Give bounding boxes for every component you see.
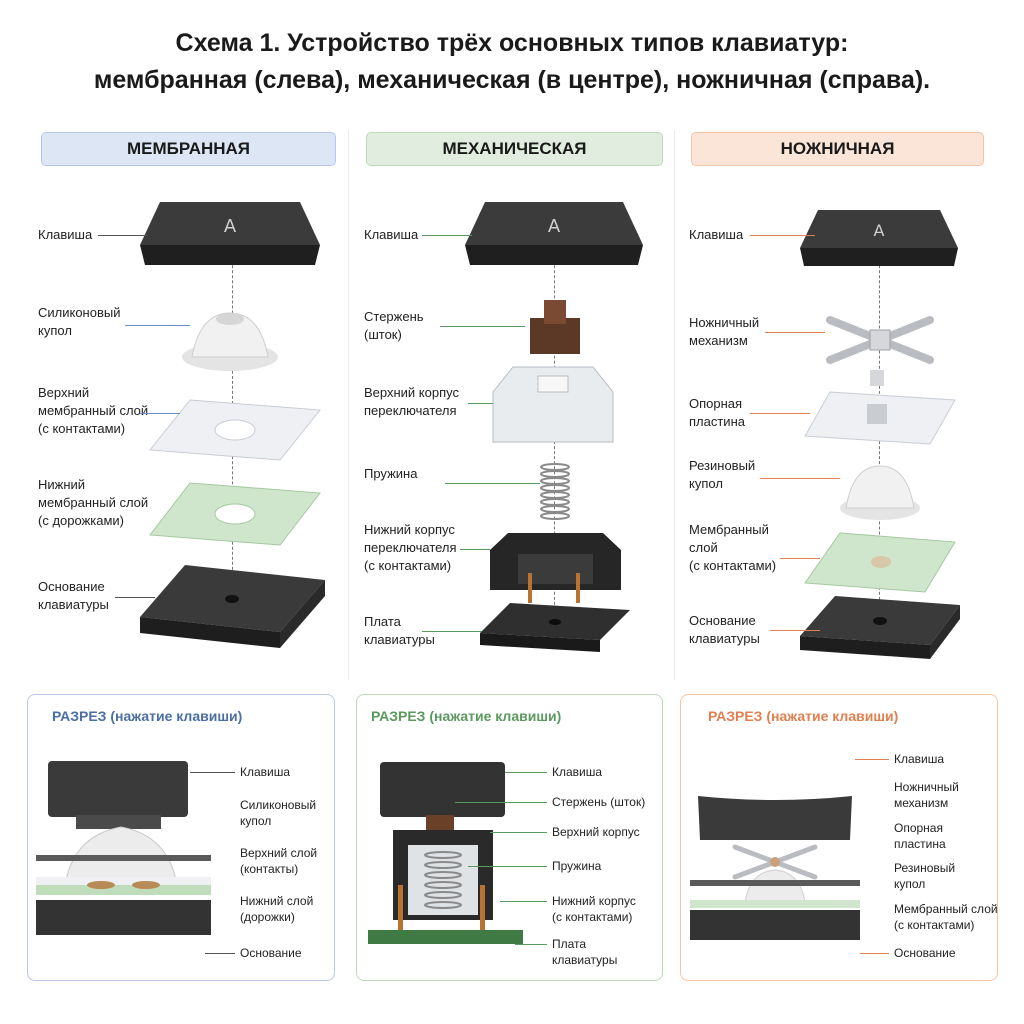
mechanical-section-label-plate: Плата клавиатуры (552, 937, 618, 967)
mechanical-section-title: РАЗРЕЗ (нажатие клавиши) (371, 708, 562, 724)
leader-line (855, 759, 889, 760)
mechanical-label-keycap: Клавиша (364, 227, 419, 242)
leader-line (750, 413, 810, 414)
leader-line (760, 478, 840, 479)
scissor-label-membrane: Мембранный слой (с контактами) (689, 522, 777, 573)
mechanical-label-spring: Пружина (364, 466, 418, 481)
leader-line (490, 832, 547, 833)
scissor-label-rubber-dome: Резиновый купол (689, 458, 756, 491)
scissor-section-label-membrane: Мембранный слой (с контактами) (894, 902, 998, 932)
mechanical-label-stem: Стержень (шток) (364, 309, 424, 342)
mechanical-label-plate: Плата клавиатуры (364, 614, 435, 647)
title-line-2: мембранная (слева), механическая (в цент… (93, 66, 931, 94)
leader-line (422, 235, 472, 236)
leader-line (468, 866, 547, 867)
scissor-section-label-base: Основание (894, 946, 956, 960)
header-mechanical: МЕХАНИЧЕСКАЯ (366, 132, 663, 166)
leader-line (422, 631, 482, 632)
leader-line (125, 325, 190, 326)
leader-line (765, 332, 825, 333)
mechanical-label-top-housing: Верхний корпус переключателя (364, 385, 459, 418)
header-membrane: МЕМБРАННАЯ (41, 132, 336, 166)
membrane-section-title: РАЗРЕЗ (нажатие клавиши) (52, 708, 243, 724)
leader-line (190, 772, 235, 773)
membrane-label-keycap: Клавиша (38, 227, 93, 242)
leader-line (98, 235, 148, 236)
scissor-section-title: РАЗРЕЗ (нажатие клавиши) (708, 708, 899, 724)
mechanical-section-label-spring: Пружина (552, 859, 602, 873)
membrane-section-label-lower: Нижний слой (дорожки) (240, 894, 314, 924)
keyboard-plate (480, 603, 630, 652)
header-scissor: НОЖНИЧНАЯ (691, 132, 984, 166)
svg-text:A: A (548, 216, 561, 237)
membrane-layer (804, 532, 956, 593)
leader-line (205, 953, 235, 954)
membrane-section-label-keycap: Клавиша (240, 765, 291, 779)
mechanical-section-label-keycap: Клавиша (552, 765, 603, 779)
leader-line (505, 772, 547, 773)
leader-line (500, 901, 547, 902)
column-divider (348, 130, 349, 680)
scissor-cross-section (690, 796, 860, 940)
scissor-mechanism (826, 316, 934, 386)
keycap: A (465, 202, 643, 265)
membrane-label-base: Основание клавиатуры (38, 579, 109, 612)
leader-line (455, 802, 547, 803)
leader-line (770, 630, 820, 631)
leader-line (860, 953, 889, 954)
membrane-section-label-base: Основание (240, 946, 302, 960)
scissor-label-base: Основание клавиатуры (689, 613, 760, 646)
mechanical-label-bottom-housing: Нижний корпус переключателя (с контактам… (364, 522, 457, 573)
switch-spring (540, 463, 570, 520)
support-plate (804, 391, 956, 445)
scissor-section-label-support-plate: Опорная пластина (894, 821, 946, 851)
rubber-dome (840, 465, 920, 520)
svg-text:A: A (224, 216, 237, 237)
upper-membrane-layer (149, 399, 321, 461)
keycap: A (800, 210, 958, 266)
membrane-label-dome: Силиконовый купол (38, 305, 121, 338)
membrane-label-upper-layer: Верхний мембранный слой (с контактами) (38, 385, 149, 436)
leader-line (515, 944, 547, 945)
scissor-section-label-rubber-dome: Резиновый купол (894, 861, 956, 891)
keycap: A (140, 202, 320, 265)
keyboard-base (140, 565, 325, 648)
scissor-section-label-keycap: Клавиша (894, 752, 945, 766)
mechanical-section-label-bottom-housing: Нижний корпус (с контактами) (552, 894, 636, 924)
leader-line (445, 483, 540, 484)
title-line-1: Схема 1. Устройство трёх основных типов … (175, 29, 849, 57)
mechanical-section-label-top-housing: Верхний корпус (552, 825, 640, 839)
leader-line (115, 597, 155, 598)
column-divider (674, 130, 675, 680)
keyboard-base (800, 596, 960, 659)
membrane-cross-section (36, 761, 211, 935)
leader-line (440, 326, 525, 327)
scissor-section-label-mechanism: Ножничный механизм (894, 780, 959, 810)
switch-bottom-housing (490, 533, 621, 603)
leader-line (468, 403, 493, 404)
leader-line (750, 235, 815, 236)
silicone-dome (182, 312, 278, 371)
scissor-label-keycap: Клавиша (689, 227, 744, 242)
switch-stem (530, 300, 580, 354)
mechanical-section-label-stem: Стержень (шток) (552, 795, 646, 809)
membrane-label-lower-layer: Нижний мембранный слой (с дорожками) (38, 477, 149, 528)
leader-line (460, 549, 490, 550)
switch-top-housing (492, 366, 614, 443)
membrane-section-label-upper: Верхний слой (контакты) (240, 846, 318, 876)
mechanical-cross-section (368, 762, 523, 944)
membrane-section-label-dome: Силиконовый купол (240, 798, 317, 828)
svg-text:A: A (874, 221, 885, 240)
leader-line (780, 558, 820, 559)
scissor-label-support-plate: Опорная пластина (689, 396, 745, 429)
lower-membrane-layer (149, 482, 321, 546)
scissor-label-mechanism: Ножничный механизм (689, 315, 760, 348)
leader-line (140, 413, 180, 414)
